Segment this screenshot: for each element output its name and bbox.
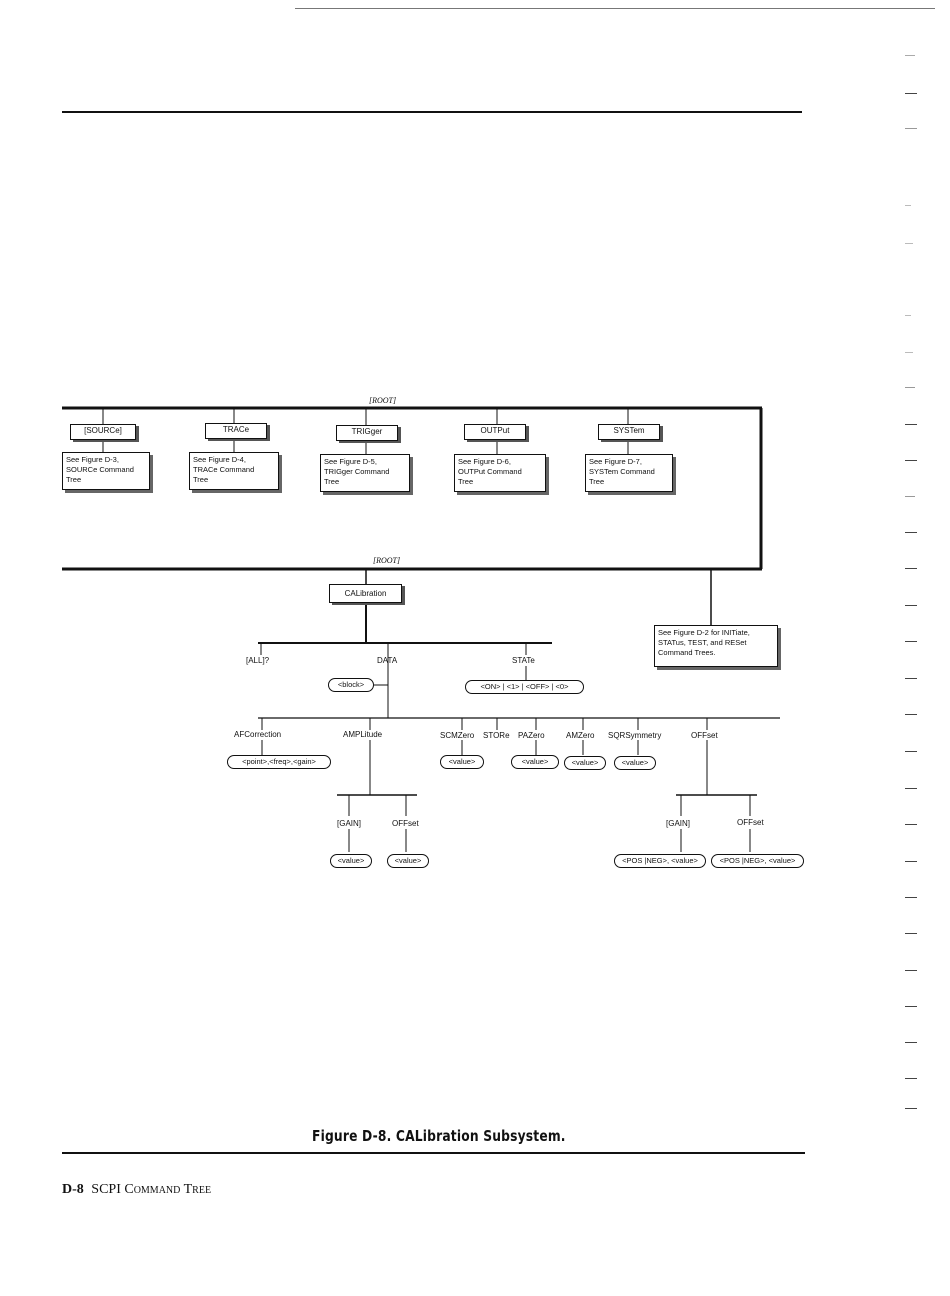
amplitude-gain-node: [GAIN] (337, 819, 362, 828)
scmzero-node: SCMZero (440, 731, 475, 740)
amplitude-node: AMPLitude (343, 730, 383, 739)
section-title: SCPI Command Tree (91, 1182, 212, 1197)
offset-offset-param: <POS |NEG>, <value> (711, 854, 804, 868)
amzero-node: AMZero (566, 731, 595, 740)
trace-command-box: TRACe (205, 423, 267, 439)
amzero-param: <value> (564, 756, 606, 770)
output-command-label: OUTPut (480, 426, 510, 435)
offset-node: OFFset (691, 731, 718, 740)
root-label-bottom: [ROOT] (373, 556, 401, 565)
page-footer: D-8 SCPI Command Tree (62, 1182, 211, 1198)
system-command-box: SYSTem (598, 424, 660, 440)
all-query-node: [ALL]? (246, 656, 270, 665)
header-rule (62, 111, 802, 113)
trace-command-label: TRACe (222, 425, 250, 434)
sqrsymmetry-param: <value> (614, 756, 656, 770)
trigger-note-box: See Figure D-5, TRIGger Command Tree (320, 454, 410, 492)
amplitude-offset-node: OFFset (392, 819, 419, 828)
calibration-command-label: CALibration (344, 589, 387, 598)
afcorrection-node: AFCorrection (234, 730, 282, 739)
store-node: STORe (483, 731, 510, 740)
trigger-command-label: TRIGger (351, 427, 383, 436)
amplitude-offset-param: <value> (387, 854, 429, 868)
trigger-command-box: TRIGger (336, 425, 398, 441)
sqrsymmetry-node: SQRSymmetry (608, 731, 662, 740)
afcorrection-param: <point>,<freq>,<gain> (227, 755, 331, 769)
root-label-top: [ROOT] (369, 396, 397, 405)
pazero-param: <value> (511, 755, 559, 769)
top-thin-rule (295, 8, 935, 9)
offset-gain-node: [GAIN] (666, 819, 691, 828)
offset-gain-param: <POS |NEG>, <value> (614, 854, 706, 868)
state-values-param: <ON> | <1> | <OFF> | <0> (465, 680, 584, 694)
data-node: DATA (377, 656, 398, 665)
figure-caption: Figure D-8. CALibration Subsystem. (312, 1127, 566, 1145)
source-note-box: See Figure D-3, SOURCe Command Tree (62, 452, 150, 490)
trace-note-box: See Figure D-4, TRACe Command Tree (189, 452, 279, 490)
amplitude-gain-param: <value> (330, 854, 372, 868)
source-command-label: [SOURCe] (84, 426, 122, 435)
offset-offset-node: OFFset (737, 818, 764, 827)
system-command-label: SYSTem (613, 426, 645, 435)
calibration-command-box: CALibration (329, 584, 402, 603)
state-node: STATe (512, 656, 535, 665)
output-note-box: See Figure D-6, OUTPut Command Tree (454, 454, 546, 492)
output-command-box: OUTPut (464, 424, 526, 440)
block-param: <block> (328, 678, 374, 692)
source-command-box: [SOURCe] (70, 424, 136, 440)
scmzero-param: <value> (440, 755, 484, 769)
pazero-node: PAZero (518, 731, 545, 740)
other-trees-note-box: See Figure D-2 for INITiate, STATus, TES… (654, 625, 778, 667)
footer-rule (62, 1152, 805, 1154)
page-number: D-8 (62, 1182, 84, 1197)
system-note-box: See Figure D-7, SYSTem Command Tree (585, 454, 673, 492)
